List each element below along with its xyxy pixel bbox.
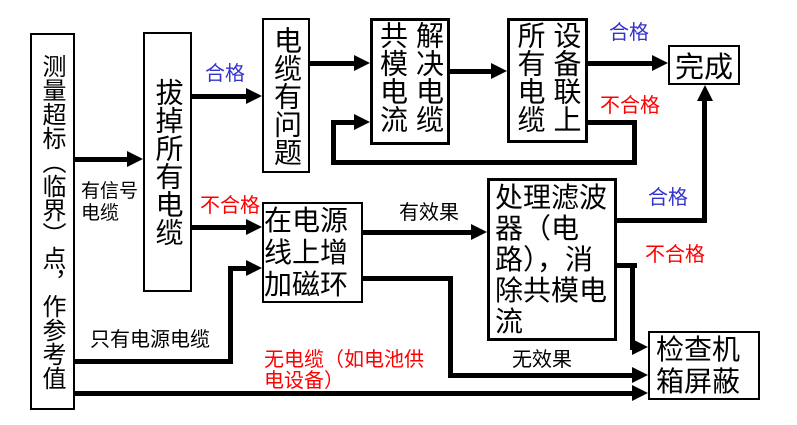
label-fail-filter: 不合格	[645, 242, 705, 266]
edge-magnet-filter	[363, 230, 473, 235]
node-measure-reference: 测量超标（临界）点，作参考值	[30, 33, 75, 410]
arrowhead-magnet-check	[632, 367, 648, 383]
edge-reconnect-done	[588, 61, 654, 66]
label-power-only: 只有电源电缆	[90, 327, 210, 351]
label-fail-unplug: 不合格	[200, 193, 260, 217]
edge-reconnect-fail-loop-seg3	[331, 160, 637, 165]
arrowhead-loop-solve	[354, 114, 370, 130]
edge-magnet-check-seg1	[363, 276, 453, 281]
label-pass-unplug: 合格	[205, 61, 245, 85]
arrowhead-cableproblem-solve	[354, 55, 370, 71]
arrowhead-measure-magnet	[246, 260, 262, 276]
edge-filter-done-seg1	[617, 218, 707, 223]
node-done: 完成	[668, 45, 740, 85]
label-ineffective: 无效果	[512, 347, 572, 371]
arrowhead-unplug-cableproblem	[246, 88, 262, 104]
edge-measure-magnet-seg3	[228, 266, 248, 271]
label-signal-cable: 有信号电缆	[81, 180, 139, 224]
node-cable-has-problem: 电缆有问题	[262, 18, 310, 173]
edge-filter-check-seg1	[617, 263, 637, 268]
arrowhead-magnet-filter	[471, 224, 487, 240]
label-no-cable: 无电缆（如电池供电设备）	[264, 347, 424, 392]
edge-measure-check	[75, 391, 634, 396]
arrowhead-measure-check	[632, 385, 648, 401]
label-pass-filter: 合格	[648, 185, 688, 209]
edge-solve-reconnect	[450, 69, 493, 74]
node-solve-common-mode-current: 解决电缆共模电流	[370, 18, 450, 145]
node-handle-filter: 处理滤波器（电路），消除共模电流	[487, 178, 617, 341]
edge-magnet-check-seg2	[448, 276, 453, 377]
label-pass-reconnect: 合格	[609, 20, 649, 44]
node-unplug-all-cables: 拔掉所有电缆	[143, 32, 192, 292]
arrowhead-unplug-magnet	[246, 219, 262, 235]
edge-reconnect-fail-loop-seg4	[331, 120, 336, 165]
arrowhead-solve-reconnect	[491, 63, 507, 79]
arrowhead-reconnect-done	[652, 55, 668, 71]
edge-measure-unplug	[75, 157, 129, 162]
edge-reconnect-fail-loop-seg1	[588, 120, 637, 125]
node-add-magnet-ring: 在电源线上增加磁环	[262, 202, 363, 303]
edge-measure-magnet-seg2	[228, 266, 233, 364]
edge-reconnect-fail-loop-seg2	[632, 120, 637, 165]
arrowhead-filter-check	[632, 339, 648, 355]
edge-cableproblem-solve	[310, 61, 356, 66]
edge-filter-check-seg2	[630, 263, 635, 349]
arrowhead-measure-unplug	[127, 151, 143, 167]
edge-measure-magnet-seg1	[75, 359, 233, 364]
edge-filter-done-seg2	[702, 99, 707, 223]
label-fail-reconnect: 不合格	[600, 93, 660, 117]
node-check-chassis-shield: 检查机箱屏蔽	[648, 331, 760, 400]
node-reconnect-all-cables: 设备联上所有电缆	[507, 18, 588, 143]
arrowhead-filter-done	[697, 85, 713, 101]
edge-magnet-check-seg3	[448, 373, 634, 378]
edge-reconnect-fail-loop-seg5	[331, 120, 356, 125]
edge-unplug-magnet	[192, 225, 248, 230]
edge-unplug-cableproblem	[192, 94, 248, 99]
label-effective: 有效果	[399, 200, 459, 224]
